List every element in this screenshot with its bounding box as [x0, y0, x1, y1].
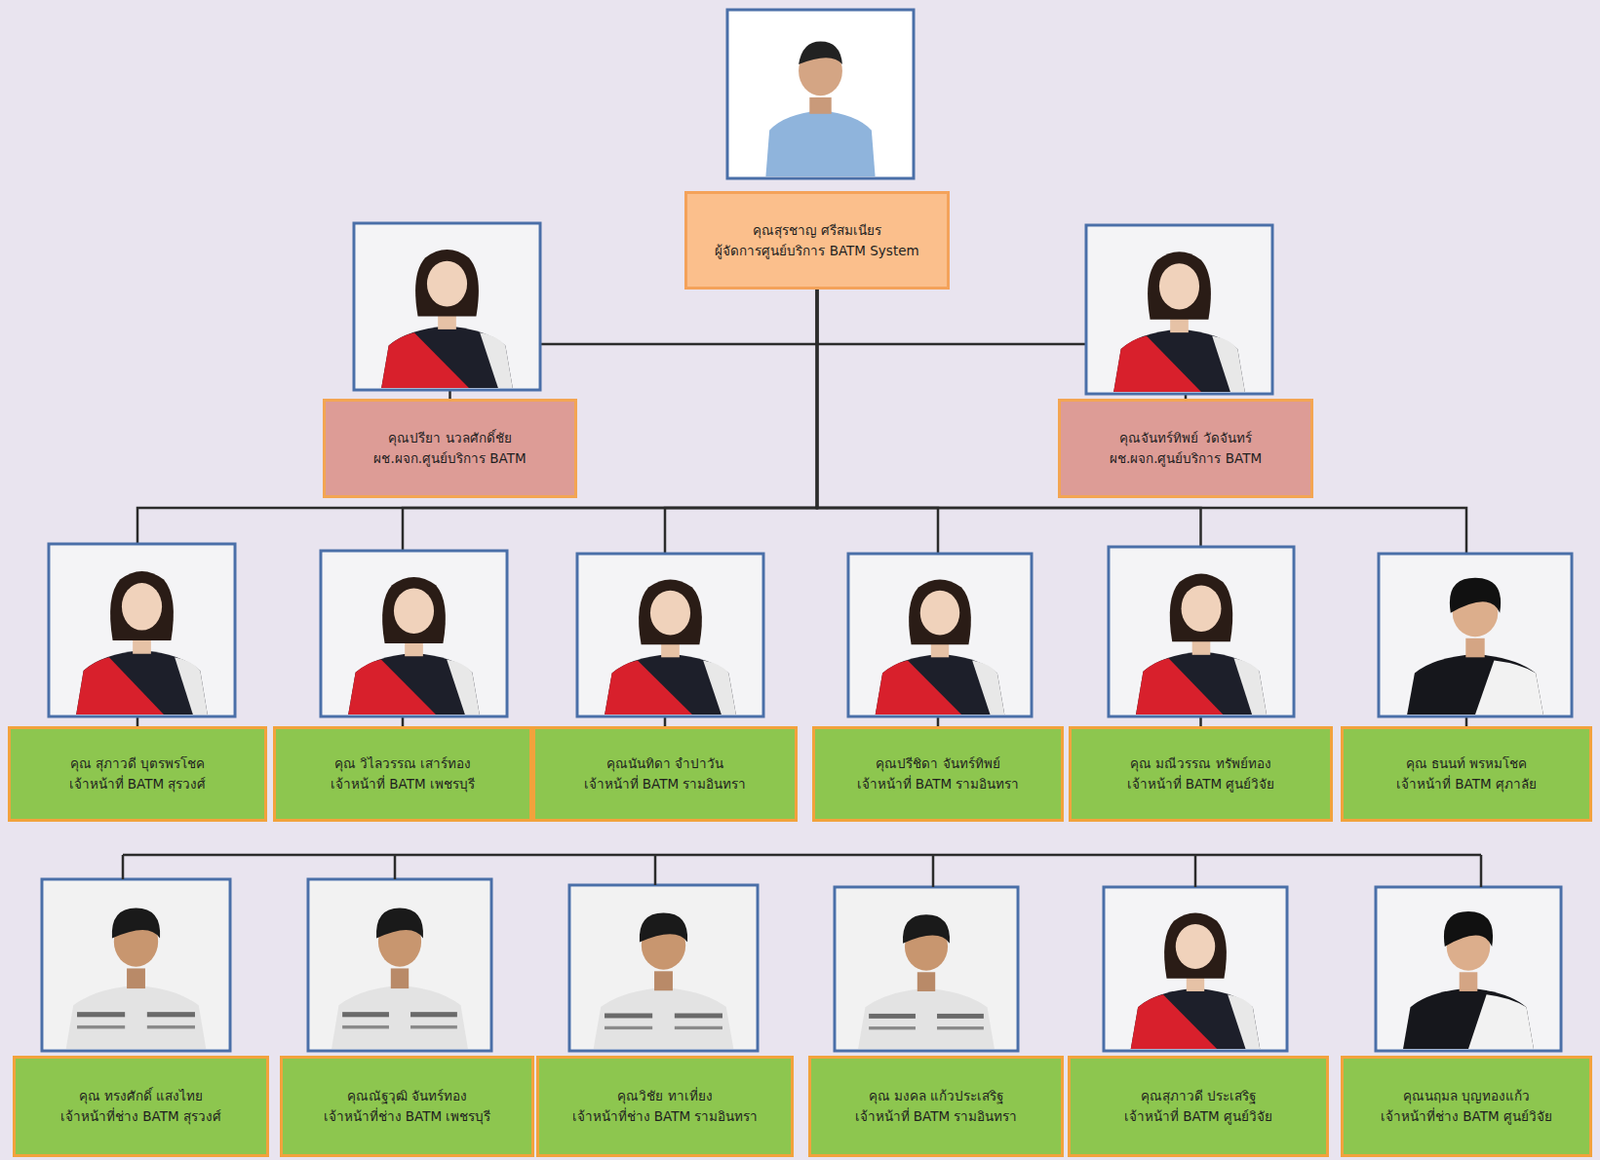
staff-box: คุณ สุภาวดี บุตรพรโชคเจ้าหน้าที่ BATM สุ…	[7, 726, 268, 822]
person-name: คุณ วิไลวรรณ เสาร์ทอง	[334, 753, 472, 775]
staff-box: คุณ มณีวรรณ ทรัพย์ทองเจ้าหน้าที่ BATM ศู…	[1068, 726, 1333, 822]
photo-frames	[41, 9, 1572, 1052]
person-name: คุณนันทิดา จำปาวัน	[606, 753, 724, 775]
job-title: ผช.ผจก.ศูนย์บริการ BATM	[373, 448, 526, 469]
row-bus-line	[122, 855, 1482, 888]
job-title: เจ้าหน้าที่ช่าง BATM เพชรบุรี	[323, 1106, 492, 1128]
staff-box: คุณ ทรงศักดิ์ แสงไทยเจ้าหน้าที่ช่าง BATM…	[12, 1055, 270, 1158]
person-name: คุณนฤมล บุญทองแก้ว	[1403, 1086, 1530, 1107]
person-name: คุณ สุภาวดี บุตรพรโชค	[70, 753, 206, 775]
staff-box: คุณ มงคล แก้วประเสริฐเจ้าหน้าที่ BATM รา…	[808, 1055, 1064, 1158]
person-name: คุณ มณีวรรณ ทรัพย์ทอง	[1130, 753, 1272, 775]
photo-people	[43, 11, 1570, 1050]
person-name: คุณจันทร์ทิพย์ วัดจันทร์	[1119, 428, 1251, 449]
staff-box: คุณณัฐวุฒิ จันทร์ทองเจ้าหน้าที่ช่าง BATM…	[279, 1055, 535, 1158]
job-title: เจ้าหน้าที่ BATM รามอินทรา	[584, 774, 747, 795]
job-title: เจ้าหน้าที่ BATM ศูนย์วิจัย	[1124, 1106, 1273, 1128]
staff-box: คุณวิชัย ทาเที่ยงเจ้าหน้าที่ช่าง BATM รา…	[536, 1055, 794, 1158]
assistant-box: คุณปรียา นวลศักดิ์ชัยผช.ผจก.ศูนย์บริการ …	[322, 398, 578, 499]
job-title: ผู้จัดการศูนย์บริการ BATM System	[714, 240, 919, 262]
staff-box: คุณนฤมล บุญทองแก้วเจ้าหน้าที่ช่าง BATM ศ…	[1340, 1055, 1593, 1158]
job-title: เจ้าหน้าที่ช่าง BATM สุรวงศ์	[60, 1106, 222, 1128]
person-name: คุณสุรชาญ ศรีสมเนียร	[752, 220, 882, 241]
person-name: คุณ ธนนท์ พรหมโชค	[1405, 753, 1528, 775]
person-name: คุณณัฐวุฒิ จันทร์ทอง	[347, 1086, 468, 1107]
person-name: คุณปรีชิดา จันทร์ทิพย์	[875, 753, 1000, 775]
job-title: ผช.ผจก.ศูนย์บริการ BATM	[1109, 448, 1262, 469]
job-title: เจ้าหน้าที่ BATM รามอินทรา	[857, 774, 1020, 795]
job-title: เจ้าหน้าที่ BATM ศูนย์วิจัย	[1127, 774, 1276, 795]
assistant-box: คุณจันทร์ทิพย์ วัดจันทร์ผช.ผจก.ศูนย์บริก…	[1057, 398, 1314, 499]
person-name: คุณสุภาวดี ประเสริฐ	[1140, 1086, 1256, 1107]
person-name: คุณปรียา นวลศักดิ์ชัย	[388, 428, 511, 449]
job-title: เจ้าหน้าที่ BATM รามอินทรา	[855, 1106, 1018, 1128]
job-title: เจ้าหน้าที่ BATM ศุภาลัย	[1396, 774, 1537, 795]
person-name: คุณ ทรงศักดิ์ แสงไทย	[78, 1086, 204, 1107]
person-name: คุณ มงคล แก้วประเสริฐ	[868, 1086, 1005, 1107]
job-title: เจ้าหน้าที่ BATM สุรวงศ์	[69, 774, 207, 795]
staff-box: คุณปรีชิดา จันทร์ทิพย์เจ้าหน้าที่ BATM ร…	[812, 726, 1064, 822]
job-title: เจ้าหน้าที่ BATM เพชรบุรี	[330, 774, 475, 795]
staff-box: คุณสุภาวดี ประเสริฐเจ้าหน้าที่ BATM ศูนย…	[1067, 1055, 1329, 1158]
staff-box: คุณ วิไลวรรณ เสาร์ทองเจ้าหน้าที่ BATM เพ…	[273, 726, 533, 822]
person-name: คุณวิชัย ทาเที่ยง	[617, 1086, 712, 1107]
manager-box: คุณสุรชาญ ศรีสมเนียรผู้จัดการศูนย์บริการ…	[684, 191, 950, 290]
staff-box: คุณนันทิดา จำปาวันเจ้าหน้าที่ BATM รามอิ…	[532, 726, 798, 822]
job-title: เจ้าหน้าที่ช่าง BATM ศูนย์วิจัย	[1380, 1106, 1553, 1128]
staff-box: คุณ ธนนท์ พรหมโชคเจ้าหน้าที่ BATM ศุภาลั…	[1340, 726, 1593, 822]
job-title: เจ้าหน้าที่ช่าง BATM รามอินทรา	[572, 1106, 759, 1128]
